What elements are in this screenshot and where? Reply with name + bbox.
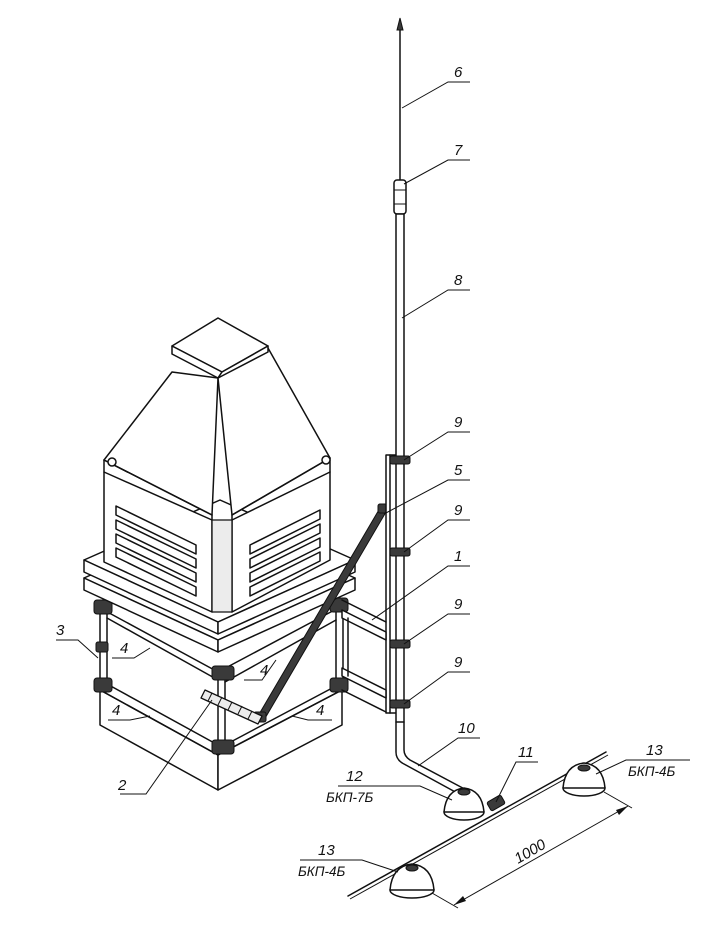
callout-4b: 4	[260, 662, 268, 679]
callout-9c: 9	[454, 596, 463, 613]
wire-connector	[486, 794, 506, 812]
callout-5: 5	[454, 462, 463, 479]
pipe-clamp-1	[389, 455, 411, 465]
ground-assembly	[347, 751, 609, 900]
callout-4c: 4	[112, 702, 120, 719]
support-bkp7b	[443, 787, 485, 821]
ground-wire	[347, 751, 607, 897]
threaded-bar	[200, 689, 263, 725]
callout-9d: 9	[454, 654, 463, 671]
callout-6: 6	[454, 64, 463, 81]
callouts: 6 7 8 9 5 9 1 9 9 10 11 12 БКП-7Б	[56, 64, 690, 879]
coupling	[393, 179, 407, 215]
hood-cap-right	[217, 345, 269, 379]
callout-11: 11	[518, 744, 534, 761]
down-conductor	[395, 721, 471, 801]
lightning-mast	[389, 17, 475, 801]
callout-1: 1	[454, 548, 462, 565]
callout-12: 12	[346, 768, 363, 785]
callout-13-right: 13	[646, 742, 663, 759]
callout-12-code: БКП-7Б	[326, 790, 374, 805]
upper-slab-right	[217, 559, 356, 635]
pipe-clamp-2	[389, 547, 411, 557]
callout-10: 10	[458, 720, 475, 737]
callout-13-left: 13	[318, 842, 335, 859]
callout-9a: 9	[454, 414, 463, 431]
support-bkp4b-right	[562, 762, 606, 797]
callout-9b: 9	[454, 502, 463, 519]
callout-8: 8	[454, 272, 463, 289]
callout-13-left-code: БКП-4Б	[298, 864, 346, 879]
left-louvres	[115, 505, 197, 597]
right-louvres	[249, 509, 321, 597]
callout-4d: 4	[316, 702, 324, 719]
callout-13-right-code: БКП-4Б	[628, 764, 676, 779]
callout-3: 3	[56, 622, 65, 639]
pipe-clamp-3	[389, 639, 411, 649]
brace-assembly	[200, 503, 388, 725]
callout-4a: 4	[120, 640, 128, 657]
mast-tube	[395, 213, 405, 723]
support-bkp4b-left	[389, 863, 435, 899]
ventilation-unit	[83, 317, 356, 791]
lower-slab-right	[217, 577, 356, 653]
callout-7: 7	[454, 142, 463, 159]
dimension-value: 1000	[512, 836, 550, 868]
frame-clamps	[93, 597, 349, 755]
housing-corner	[211, 519, 233, 613]
pipe-clamp-4	[389, 699, 411, 709]
callout-2: 2	[117, 777, 127, 794]
